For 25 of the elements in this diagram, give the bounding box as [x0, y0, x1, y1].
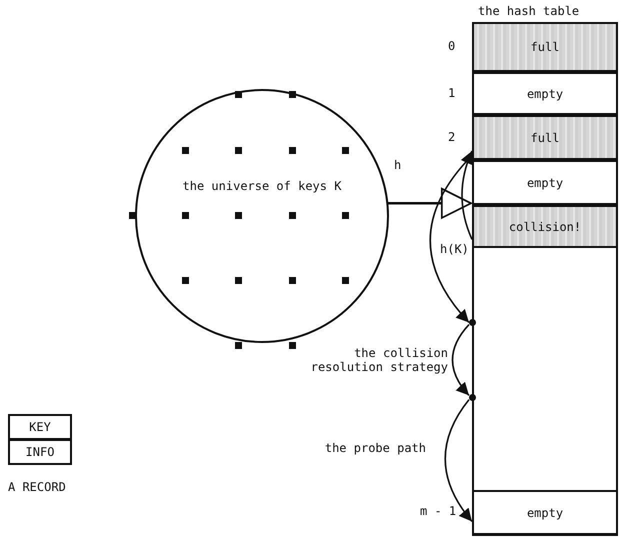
edge-label: h	[394, 158, 402, 172]
table-slot: collision!	[472, 205, 618, 248]
edge-label: the collision resolution strategy	[310, 346, 448, 374]
table-slot: full	[472, 22, 618, 72]
slot-index: m - 1	[420, 504, 456, 518]
hash-function-arrow	[388, 188, 472, 219]
table-slot: full	[472, 115, 618, 160]
slot-index: 2	[448, 130, 456, 144]
probe-arrow	[452, 324, 470, 396]
table-slot: empty	[472, 490, 618, 535]
edge-label: the probe path	[324, 441, 426, 455]
probe-arrow	[444, 399, 473, 522]
table-slot: empty	[472, 72, 618, 115]
table-title: the hash table	[478, 4, 580, 18]
table-slot: empty	[472, 160, 618, 205]
slot-index: 0	[448, 39, 456, 53]
circle-label: the universe of keys K	[182, 179, 342, 193]
record-field: KEY	[8, 414, 72, 440]
hash-value-label: h(K)	[440, 242, 469, 256]
probe-arrow	[461, 150, 473, 240]
record-field: INFO	[8, 439, 72, 465]
probe-point	[469, 394, 476, 401]
slot-index: 1	[448, 86, 456, 100]
record-caption: A RECORD	[8, 480, 66, 494]
probe-point	[469, 319, 476, 326]
